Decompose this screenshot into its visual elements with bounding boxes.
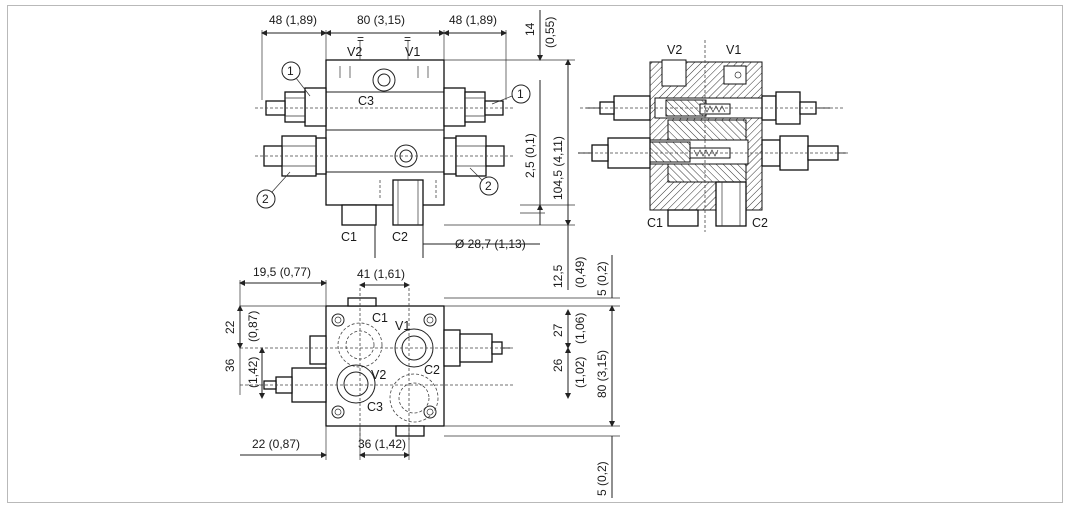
callout-1-left-text: 1 <box>287 64 294 78</box>
dim-plan-22-bottom: 22 (0,87) <box>252 437 300 451</box>
plan-c1-port <box>337 322 383 368</box>
right-upper-cartridge <box>443 87 466 127</box>
dim-plan-5-top: 5 (0,2) <box>595 261 609 296</box>
dim-plan-27-inch: (1,06) <box>573 313 587 344</box>
callout-1-right-text: 1 <box>517 87 524 101</box>
section-c2-label: C2 <box>752 216 768 230</box>
front-c1-label: C1 <box>341 230 357 244</box>
callout-2-left-text: 2 <box>262 192 269 206</box>
front-view <box>255 10 575 290</box>
front-v2-label: V2 <box>347 45 362 59</box>
dim-plan-19-5: 19,5 (0,77) <box>253 265 311 279</box>
valve-body-front <box>325 59 445 206</box>
dim-plan-27: 27 <box>551 323 565 337</box>
callout-2-left <box>256 189 276 209</box>
front-v1-label: V1 <box>405 45 420 59</box>
plan-v2-port <box>336 364 376 404</box>
c2-port-stub <box>392 179 424 226</box>
dim-diameter: Ø 28,7 (1,13) <box>455 237 526 251</box>
section-v1-label: V1 <box>726 43 741 57</box>
plan-body <box>325 305 445 427</box>
front-c3-label: C3 <box>358 94 374 108</box>
labels: 48 (1,89) 80 (3,15) 48 (1,89) = = V2 V1 … <box>223 13 768 496</box>
dim-top-right: 48 (1,89) <box>449 13 497 27</box>
section-c1-label: C1 <box>647 216 663 230</box>
dim-plan-36-bottom: 36 (1,42) <box>358 437 406 451</box>
c3-port-circle <box>372 68 396 92</box>
dim-plan-36: 36 <box>223 358 237 372</box>
dim-plan-36-inch: (1,42) <box>246 357 260 388</box>
dim-12-5: 12,5 <box>551 264 565 288</box>
section-v2-label: V2 <box>667 43 682 57</box>
dim-top-mid: 80 (3,15) <box>357 13 405 27</box>
dim-plan-80: 80 (3,15) <box>595 350 609 398</box>
dim-12-5-inch: (0,49) <box>573 257 587 288</box>
dim-14-inch: (0,55) <box>543 17 557 48</box>
callout-1-left <box>281 61 301 81</box>
c1-port-stub <box>341 204 377 226</box>
plan-view <box>237 255 620 498</box>
plan-v2-label: V2 <box>371 368 386 382</box>
section-view <box>578 40 850 232</box>
plan-c1-label: C1 <box>372 311 388 325</box>
dim-top-left: 48 (1,89) <box>269 13 317 27</box>
front-c2-label: C2 <box>392 230 408 244</box>
plan-v1-label: V1 <box>395 319 410 333</box>
callout-2-right-text: 2 <box>485 179 492 193</box>
dim-plan-26: 26 <box>551 358 565 372</box>
dim-plan-5-bottom: 5 (0,2) <box>595 461 609 496</box>
callout-1-right <box>511 84 531 104</box>
dim-plan-22: 22 <box>223 320 237 334</box>
plan-c3-label: C3 <box>367 400 383 414</box>
dim-14: 14 <box>523 22 537 36</box>
dim-2-5: 2,5 (0,1) <box>523 133 537 178</box>
plan-c2-port <box>389 373 439 423</box>
equal-mark-left: = <box>357 32 364 46</box>
dim-plan-22-inch: (0,87) <box>246 311 260 342</box>
equal-mark-right: = <box>404 32 411 46</box>
drawing-frame <box>7 5 1063 503</box>
callout-2-right <box>479 176 499 196</box>
plan-c2-label: C2 <box>424 363 440 377</box>
dim-plan-26-inch: (1,02) <box>573 357 587 388</box>
dim-plan-41: 41 (1,61) <box>357 267 405 281</box>
dim-104-5: 104,5 (4,11) <box>551 136 565 200</box>
